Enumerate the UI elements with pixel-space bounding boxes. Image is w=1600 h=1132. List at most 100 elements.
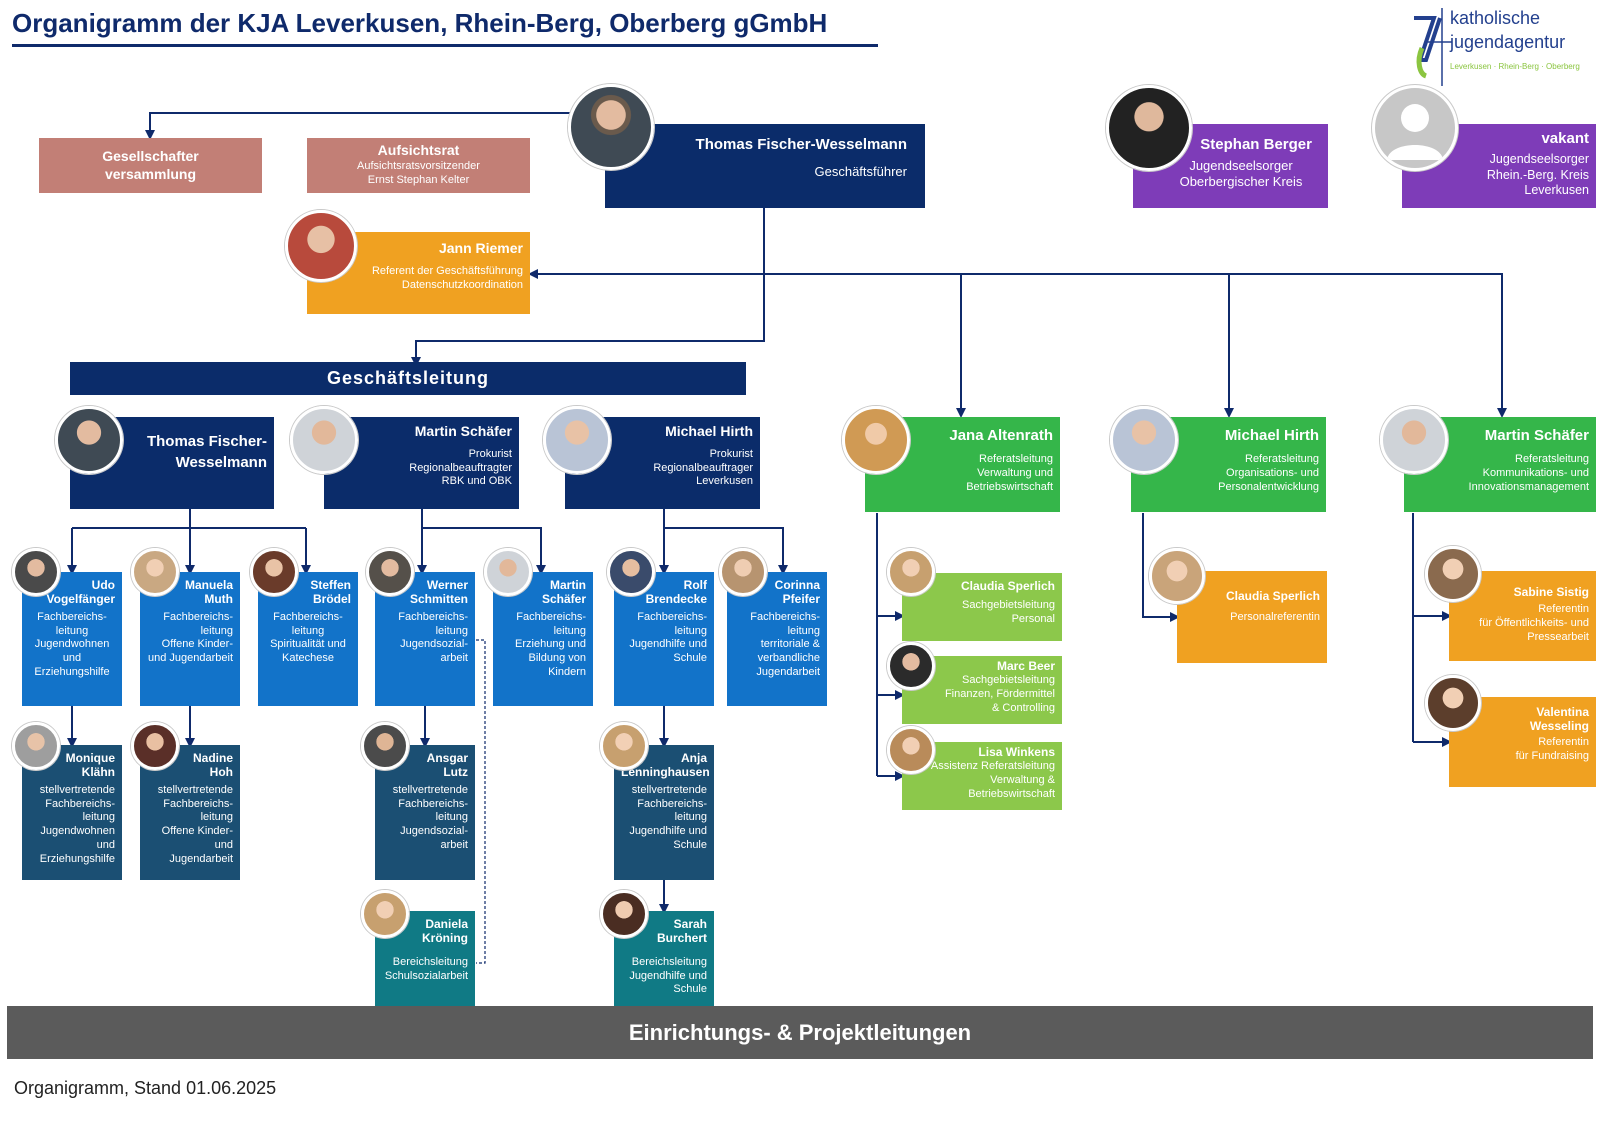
bereich-2-role: Bereichsleitung Jugendhilfe und Schule [629,955,707,996]
bereich-1-name: Daniela Kröning [422,917,468,946]
fb-1-name: Udo Vogelfänger [46,578,115,607]
bereich-2-name: Sarah Burchert [656,917,707,946]
deputy-2-name: Nadine Hoh [192,751,233,780]
referat-3-role: Referatsleitung Kommunikations- und Inno… [1468,453,1589,493]
avatar-referat-1 [842,406,910,474]
berger-name: Stephan Berger [1200,136,1312,153]
avatar-gl-3 [543,406,611,474]
fb-box-4: Werner Schmitten Fachbereichs- leitung J… [375,572,475,706]
referat-2-name: Michael Hirth [1224,427,1319,444]
avatar-deputy-2 [131,722,179,770]
berger-role: Jugendseelsorger Oberbergischer Kreis [1179,158,1303,190]
ref-staff-5-name: Sabine Sistig [1513,585,1589,599]
referat-1-name: Jana Altenrath [949,427,1053,444]
avatar-fb-1 [12,548,60,596]
box-gesellschafterversammlung: Gesellschafter versammlung [39,138,262,193]
fb-3-role: Fachbereichs- leitung Spiritualität und … [270,610,346,665]
deputy-3-role: stellvertretende Fachbereichs- leitung J… [392,783,468,851]
riemer-name: Jann Riemer [438,240,523,256]
aufsichtsrat-role: Aufsichtsratsvorsitzender Ernst Stephan … [357,159,480,186]
ref-staff-5-role: Referentin für Öffentlichkeits- und Pres… [1479,603,1589,643]
avatar-ref-staff-5 [1425,546,1481,602]
fb-4-name: Werner Schmitten [409,578,468,607]
avatar-fb-5 [484,548,532,596]
ref-staff-3-name: Lisa Winkens [978,745,1055,759]
stand-date: Organigramm, Stand 01.06.2025 [14,1078,277,1098]
avatar-ref-staff-4 [1149,548,1205,604]
avatar-referat-2 [1110,406,1178,474]
person-silhouette-icon [1387,104,1443,160]
avatar-fb-2 [131,548,179,596]
deputy-2-role: stellvertretende Fachbereichs- leitung O… [157,783,233,865]
gesellschafter-label: Gesellschafter versammlung [102,148,199,182]
deputy-1-role: stellvertretende Fachbereichs- leitung J… [39,783,115,865]
fb-box-6: Rolf Brendecke Fachbereichs- leitung Jug… [614,572,714,706]
referat-3-name: Martin Schäfer [1484,427,1589,444]
aufsichtsrat-name: Aufsichtsrat [377,142,460,158]
vakant-role: Jugendseelsorger Rhein.-Berg. Kreis Leve… [1486,152,1589,198]
fb-7-role: Fachbereichs- leitung territoriale & ver… [750,610,820,678]
ref-staff-4-role: Personalreferentin [1230,611,1320,624]
einrichtungs-projektleitungen-bar: Einrichtungs- & Projektleitungen [7,1006,1593,1059]
vakant-name: vakant [1541,130,1589,147]
gl-3-role: Prokurist Regionalbeauftrager Leverkusen [653,447,753,488]
avatar-vakant [1372,85,1458,171]
fb-6-name: Rolf Brendecke [645,578,707,607]
referat-1-role: Referatsleitung Verwaltung und Betriebsw… [966,453,1053,493]
gl-2-name: Martin Schäfer [414,423,512,439]
logo-text-2: jugendagentur [1450,32,1566,52]
fb-box-2: Manuela Muth Fachbereichs- leitung Offen… [140,572,240,706]
deputy-3-name: Ansgar Lutz [426,751,468,780]
ceo-role: Geschäftsführer [814,164,908,179]
avatar-ref-staff-1 [887,548,935,596]
avatar-deputy-1 [12,722,60,770]
deputy-box-3: Ansgar Lutz stellvertretende Fachbereich… [375,745,475,880]
ref-staff-2-role: Sachgebietsleitung Finanzen, Fördermitte… [944,674,1055,714]
ref-staff-4-name: Claudia Sperlich [1225,589,1320,603]
logo-icon [1414,8,1452,86]
logo-text-1: katholische [1450,8,1541,28]
fb-3-name: Steffen Brödel [310,578,351,607]
title-underline [12,44,878,47]
geschaeftsleitung-header: Geschäftsleitung [70,362,746,395]
riemer-role: Referent der Geschäftsführung Datenschut… [371,264,523,291]
avatar-ref-staff-6 [1425,675,1481,731]
box-geschaeftsfuehrer: Thomas Fischer-Wesselmann Geschäftsführe… [605,124,925,208]
ref-staff-6-role: Referentin für Fundraising [1515,735,1589,762]
fb-5-name: Martin Schäfer [541,578,586,607]
deputy-4-name: Anja Lenninghausen [621,751,710,780]
ref-staff-2-name: Marc Beer [996,659,1055,673]
ref-staff-3-role: Assistenz Referatsleitung Verwaltung & B… [930,760,1055,800]
fb-2-name: Manuela Muth [184,578,233,607]
ref-staff-1-role: Sachgebietsleitung Personal [962,599,1055,626]
avatar-deputy-4 [600,722,648,770]
avatar-fb-7 [719,548,767,596]
avatar-deputy-3 [361,722,409,770]
avatar-gl-1 [55,406,123,474]
logo-subtitle: Leverkusen · Rhein-Berg · Oberberg [1450,62,1580,71]
deputy-4-role: stellvertretende Fachbereichs- leitung J… [629,783,707,851]
fb-4-role: Fachbereichs- leitung Jugendsozial- arbe… [398,610,468,665]
box-aufsichtsrat: Aufsichtsrat Aufsichtsratsvorsitzender E… [307,138,530,193]
gl-2-role: Prokurist Regionalbeauftragter RBK und O… [409,447,512,488]
avatar-referat-3 [1380,406,1448,474]
avatar-stephan-berger [1106,85,1192,171]
ref-staff-6-name: Valentina Wesseling [1529,705,1589,734]
bereich-1-role: Bereichsleitung Schulsozialarbeit [384,955,468,982]
deputy-1-name: Monique Klähn [65,751,115,780]
avatar-ref-staff-3 [887,726,935,774]
fb-5-role: Fachbereichs- leitung Erziehung und Bild… [515,610,586,678]
avatar-fb-4 [366,548,414,596]
page-title: Organigramm der KJA Leverkusen, Rhein-Be… [12,8,828,38]
fb-box-1: Udo Vogelfänger Fachbereichs- leitung Ju… [22,572,122,706]
avatar-jann-riemer [285,210,357,282]
fb-7-name: Corinna Pfeifer [774,578,820,607]
gl-1-name: Thomas Fischer- Wesselmann [146,433,267,471]
avatar-bereich-1 [361,890,409,938]
ceo-name: Thomas Fischer-Wesselmann [695,136,907,153]
kja-logo: katholische jugendagentur Leverkusen · R… [1412,2,1600,88]
avatar-fb-3 [250,548,298,596]
fb-box-7: Corinna Pfeifer Fachbereichs- leitung te… [727,572,827,706]
avatar-fb-6 [607,548,655,596]
referat-2-role: Referatsleitung Organisations- und Perso… [1218,453,1319,493]
